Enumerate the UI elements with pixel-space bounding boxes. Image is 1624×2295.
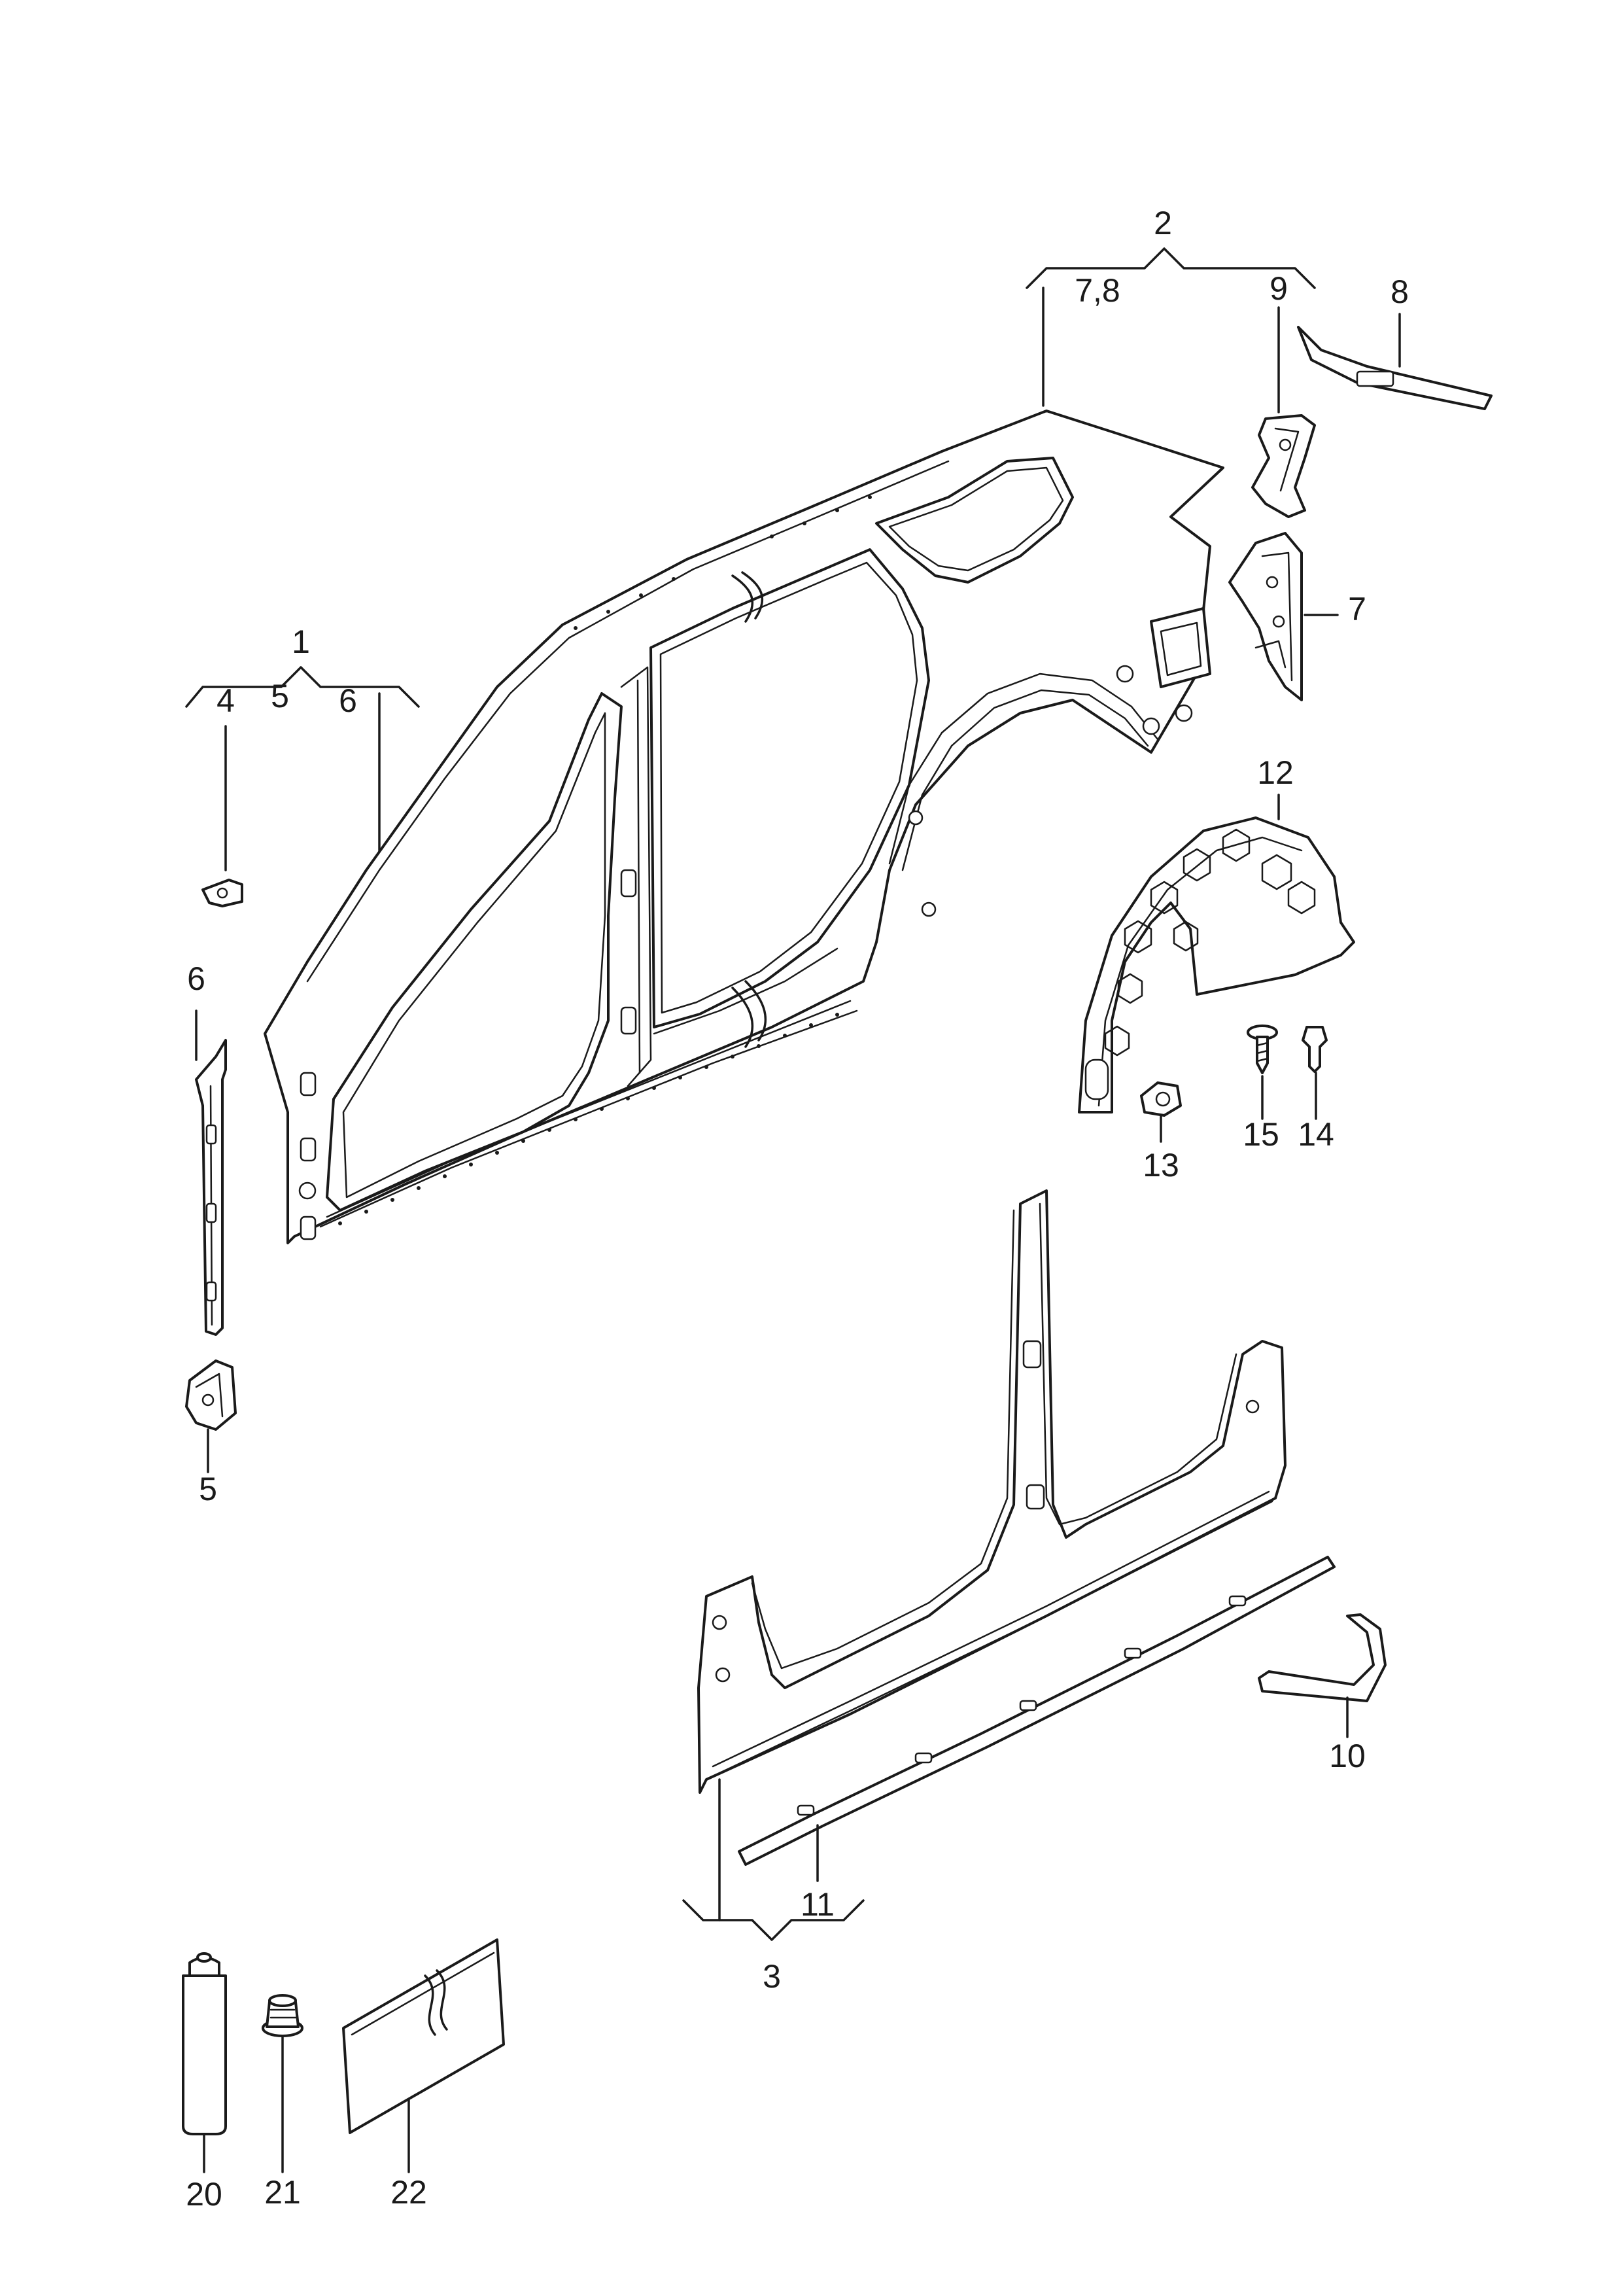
callout-22: 22 [390, 2174, 427, 2211]
leader-lines [185, 247, 1401, 2173]
trim-10-drawing [1258, 1613, 1387, 1702]
callout-5: 5 [199, 1471, 217, 1507]
callout-21: 21 [264, 2174, 301, 2211]
callout-13: 13 [1143, 1147, 1179, 1183]
callout-7-8: 7,8 [1075, 272, 1120, 309]
callout-15: 15 [1243, 1116, 1279, 1153]
strip-8-drawing [1297, 326, 1493, 410]
clip-14-drawing [1302, 1026, 1328, 1073]
bottle-drawing [182, 1952, 227, 2135]
callout-14: 14 [1298, 1116, 1334, 1153]
plug-drawing [262, 1994, 303, 2037]
callout-7: 7 [1348, 591, 1366, 627]
callout-12: 12 [1257, 754, 1294, 791]
callout-10: 10 [1329, 1738, 1366, 1774]
callout-1: 1 [292, 623, 310, 660]
clip-4-drawing [201, 879, 243, 907]
callout-6: 6 [187, 960, 205, 997]
reinforcement-6-drawing [195, 1039, 227, 1336]
callout-11: 11 [801, 1886, 835, 1923]
callout-8: 8 [1391, 273, 1409, 310]
callout-3: 3 [763, 1958, 781, 1995]
sill-drawing [697, 1189, 1336, 1866]
side-panel-drawing [264, 410, 1224, 1244]
wheel-liner-drawing [1078, 816, 1355, 1113]
callout-6-group: 6 [339, 682, 357, 719]
callout-20: 20 [186, 2176, 222, 2213]
bracket-9-drawing [1251, 414, 1316, 518]
callout-2: 2 [1154, 205, 1172, 241]
nut-13-drawing [1140, 1081, 1182, 1117]
callout-9: 9 [1270, 270, 1288, 307]
mat-drawing [342, 1938, 505, 2134]
bracket-5-drawing [185, 1359, 237, 1431]
callout-labels: 1 4 5 6 2 7,8 9 8 7 12 6 5 13 15 14 10 1… [186, 205, 1409, 2213]
bracket-7-drawing [1228, 532, 1303, 701]
callout-4: 4 [216, 682, 235, 719]
callout-5-group: 5 [271, 678, 289, 714]
screw-15-drawing [1247, 1025, 1278, 1074]
